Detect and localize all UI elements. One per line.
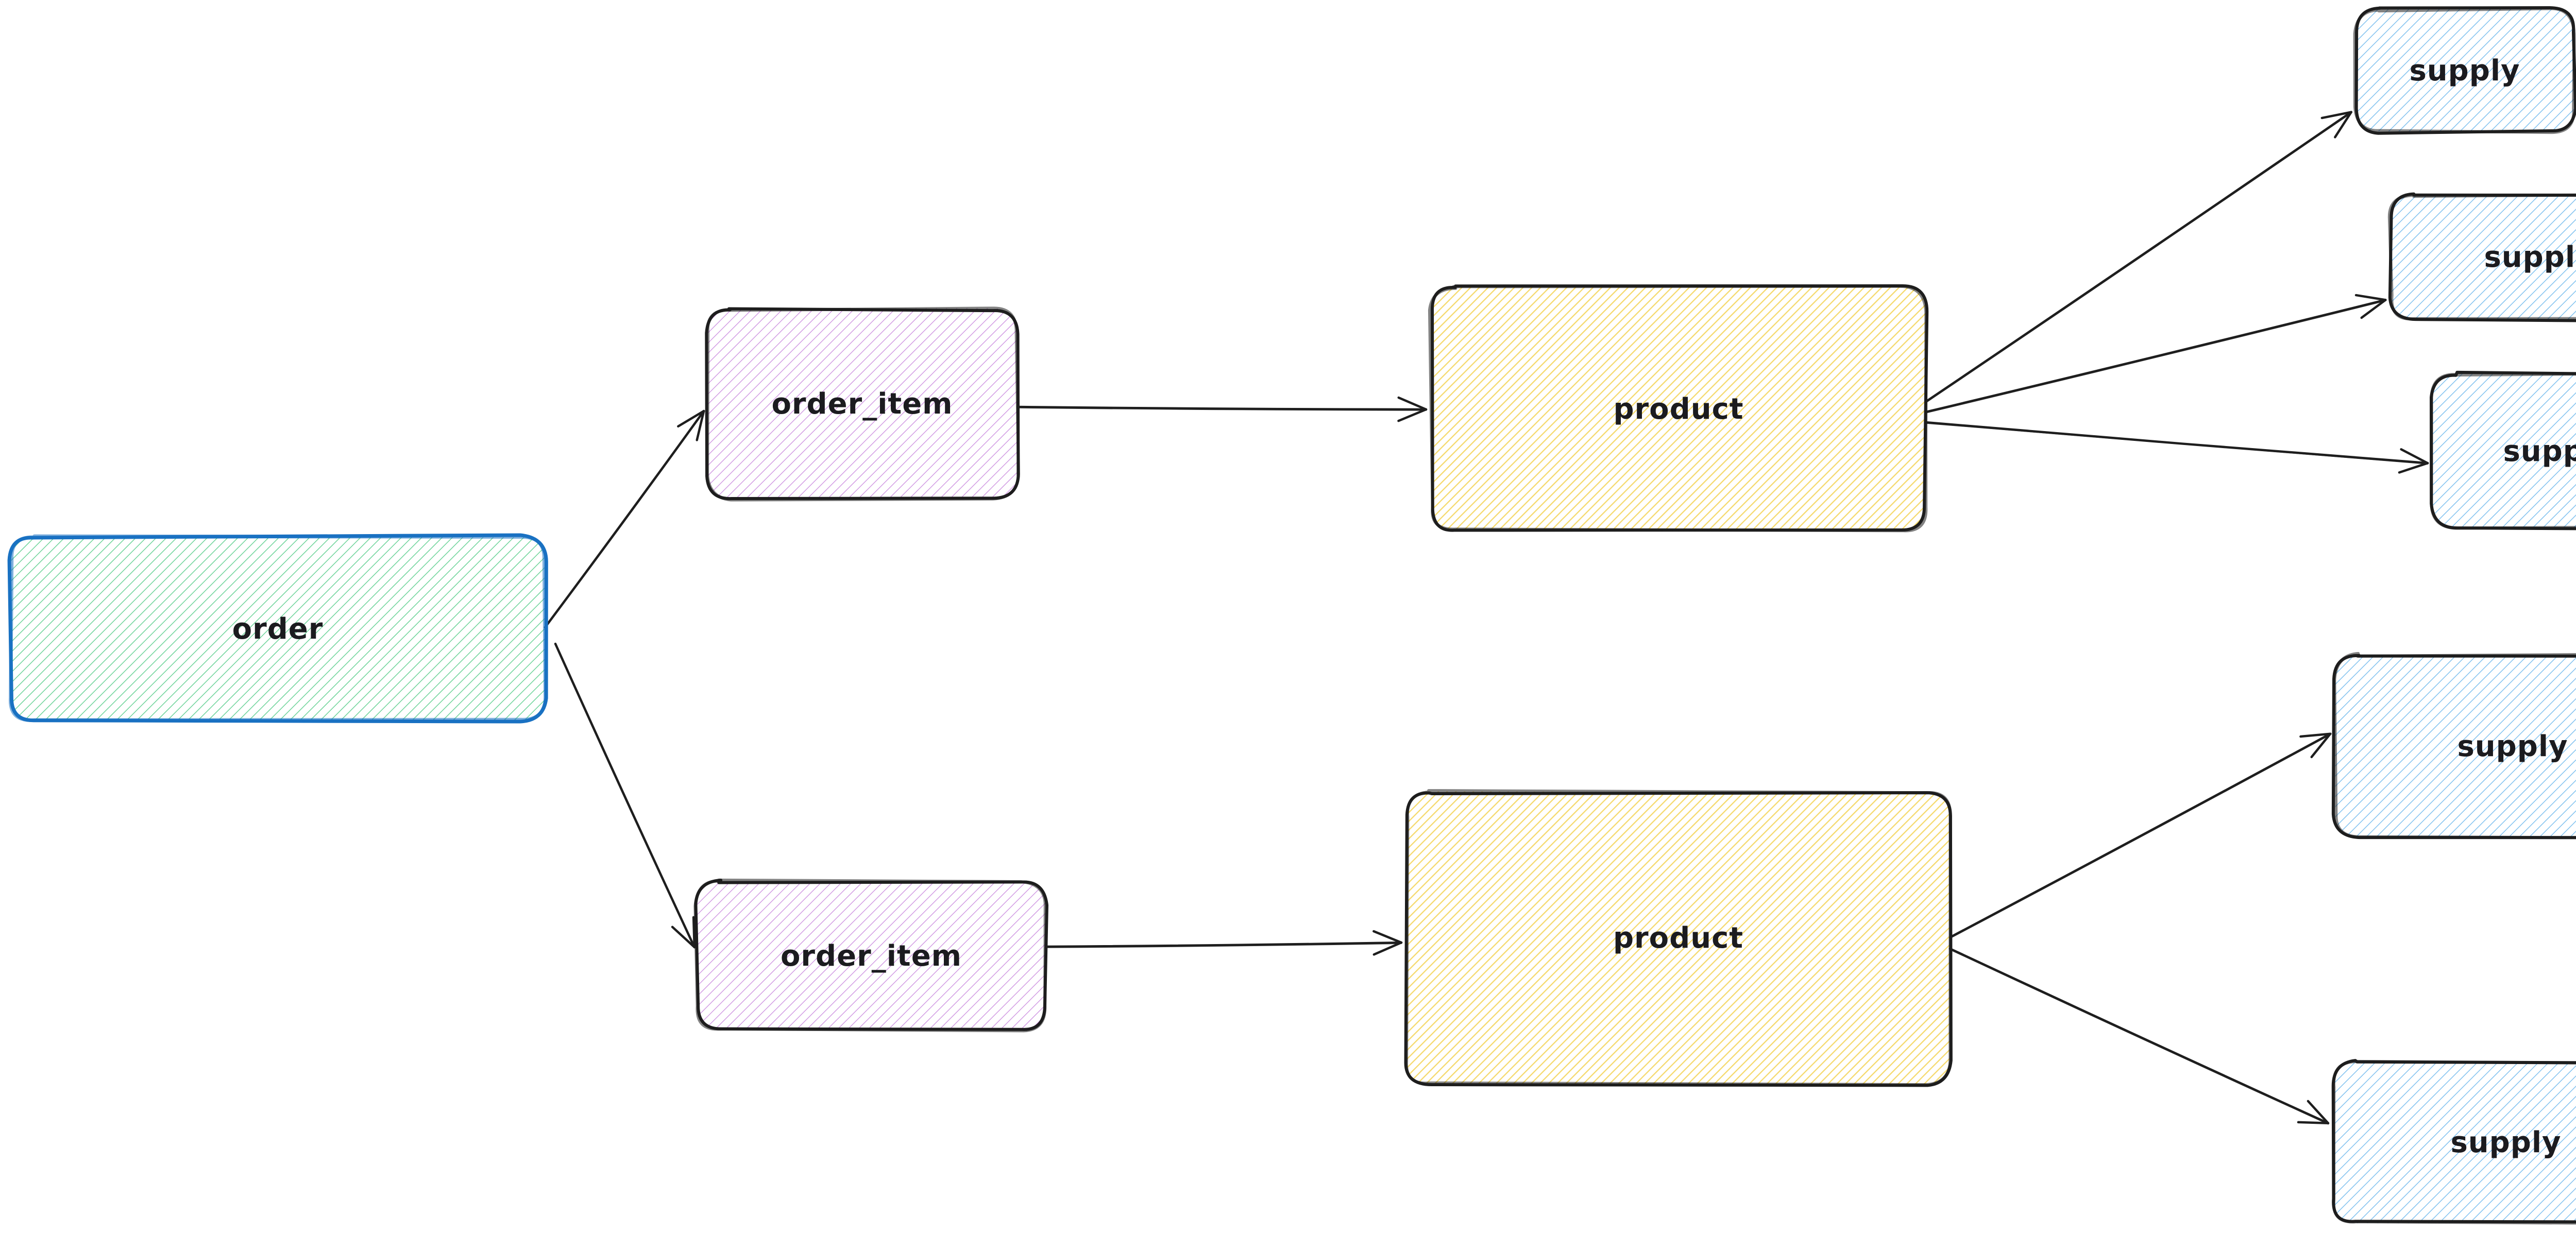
node-supply_4[interactable] [2331, 652, 2576, 840]
edge-line [1924, 111, 2352, 403]
node-fill [2335, 654, 2576, 838]
edge-arrowhead [2400, 448, 2429, 465]
node-fill [1406, 791, 1951, 1085]
node-order[interactable] [7, 533, 548, 724]
node-outline [9, 534, 548, 722]
node-fill [706, 308, 1018, 499]
edge-order-to-order_item_2[interactable] [554, 642, 696, 949]
node-outline [693, 878, 1047, 1033]
edge-line [544, 411, 705, 629]
edge-line [1016, 407, 1427, 411]
edge-line [1044, 941, 1403, 948]
node-outline [1405, 789, 1952, 1087]
edge-line [1925, 112, 2352, 403]
edge-line [554, 644, 696, 949]
edge-arrowhead [1372, 941, 1403, 956]
edge-product_2-to-supply_4[interactable] [1948, 732, 2332, 939]
node-outline [2333, 652, 2576, 840]
edge-line [1045, 943, 1402, 948]
edge-line [1925, 300, 2386, 414]
edge-arrowhead [2299, 732, 2332, 738]
node-fill [2332, 1061, 2576, 1224]
node-product_1[interactable] [1428, 284, 1929, 533]
node-outline [2332, 1059, 2576, 1225]
edge-line [1924, 421, 2429, 465]
edge-arrowhead [692, 916, 696, 949]
edge-line [1016, 405, 1428, 411]
edge-arrowhead [2310, 732, 2332, 759]
node-outline [2353, 7, 2576, 134]
edge-product_2-to-supply_5[interactable] [1948, 947, 2330, 1125]
edge-arrowhead [1397, 396, 1428, 411]
edge-arrowhead [2334, 111, 2352, 139]
node-fill [696, 881, 1046, 1031]
edge-arrowhead [671, 926, 696, 949]
edge-arrowhead [696, 409, 705, 441]
node-outline [706, 306, 1021, 502]
node-supply_2[interactable] [2387, 192, 2576, 322]
node-fill [1432, 286, 1927, 532]
edge-line [1924, 299, 2387, 414]
edge-line [544, 409, 705, 629]
edge-product_1-to-supply_2[interactable] [1924, 294, 2387, 414]
node-order_item_2[interactable] [693, 878, 1049, 1033]
edge-line [1949, 949, 2329, 1125]
node-fill [10, 536, 546, 721]
edge-arrowhead [2307, 1100, 2330, 1125]
node-supply_3[interactable] [2430, 370, 2576, 530]
edge-line [1949, 733, 2331, 939]
edge-arrowhead [1372, 930, 1403, 944]
edge-arrowhead [2320, 111, 2352, 119]
edge-arrowhead [2398, 461, 2429, 474]
edge-order_item_2-to-product_2[interactable] [1044, 930, 1403, 956]
node-fill [2432, 374, 2576, 528]
edge-arrowhead [677, 409, 705, 428]
edge-order_item_1-to-product_1[interactable] [1016, 396, 1428, 422]
node-layer [7, 6, 2576, 1225]
node-product_2[interactable] [1404, 789, 1953, 1087]
edge-order-to-order_item_1[interactable] [544, 409, 705, 629]
edge-product_1-to-supply_3[interactable] [1924, 421, 2429, 474]
node-order_item_1[interactable] [705, 306, 1021, 502]
edge-arrowhead [1397, 408, 1428, 422]
edge-product_1-to-supply_1[interactable] [1924, 111, 2352, 403]
node-outline [2430, 372, 2576, 530]
edge-arrowhead [2297, 1121, 2330, 1125]
node-fill [2389, 195, 2576, 319]
node-supply_5[interactable] [2331, 1059, 2576, 1225]
edge-line [1948, 732, 2332, 939]
edge-layer [544, 111, 2429, 1125]
node-outline [1428, 284, 1928, 533]
edge-line [1948, 947, 2330, 1125]
edge-arrowhead [2354, 294, 2387, 301]
edge-line [1925, 422, 2429, 465]
edge-arrowhead [2360, 299, 2387, 319]
node-fill [2354, 8, 2575, 131]
node-supply_1[interactable] [2353, 6, 2576, 135]
node-outline [2387, 193, 2576, 321]
